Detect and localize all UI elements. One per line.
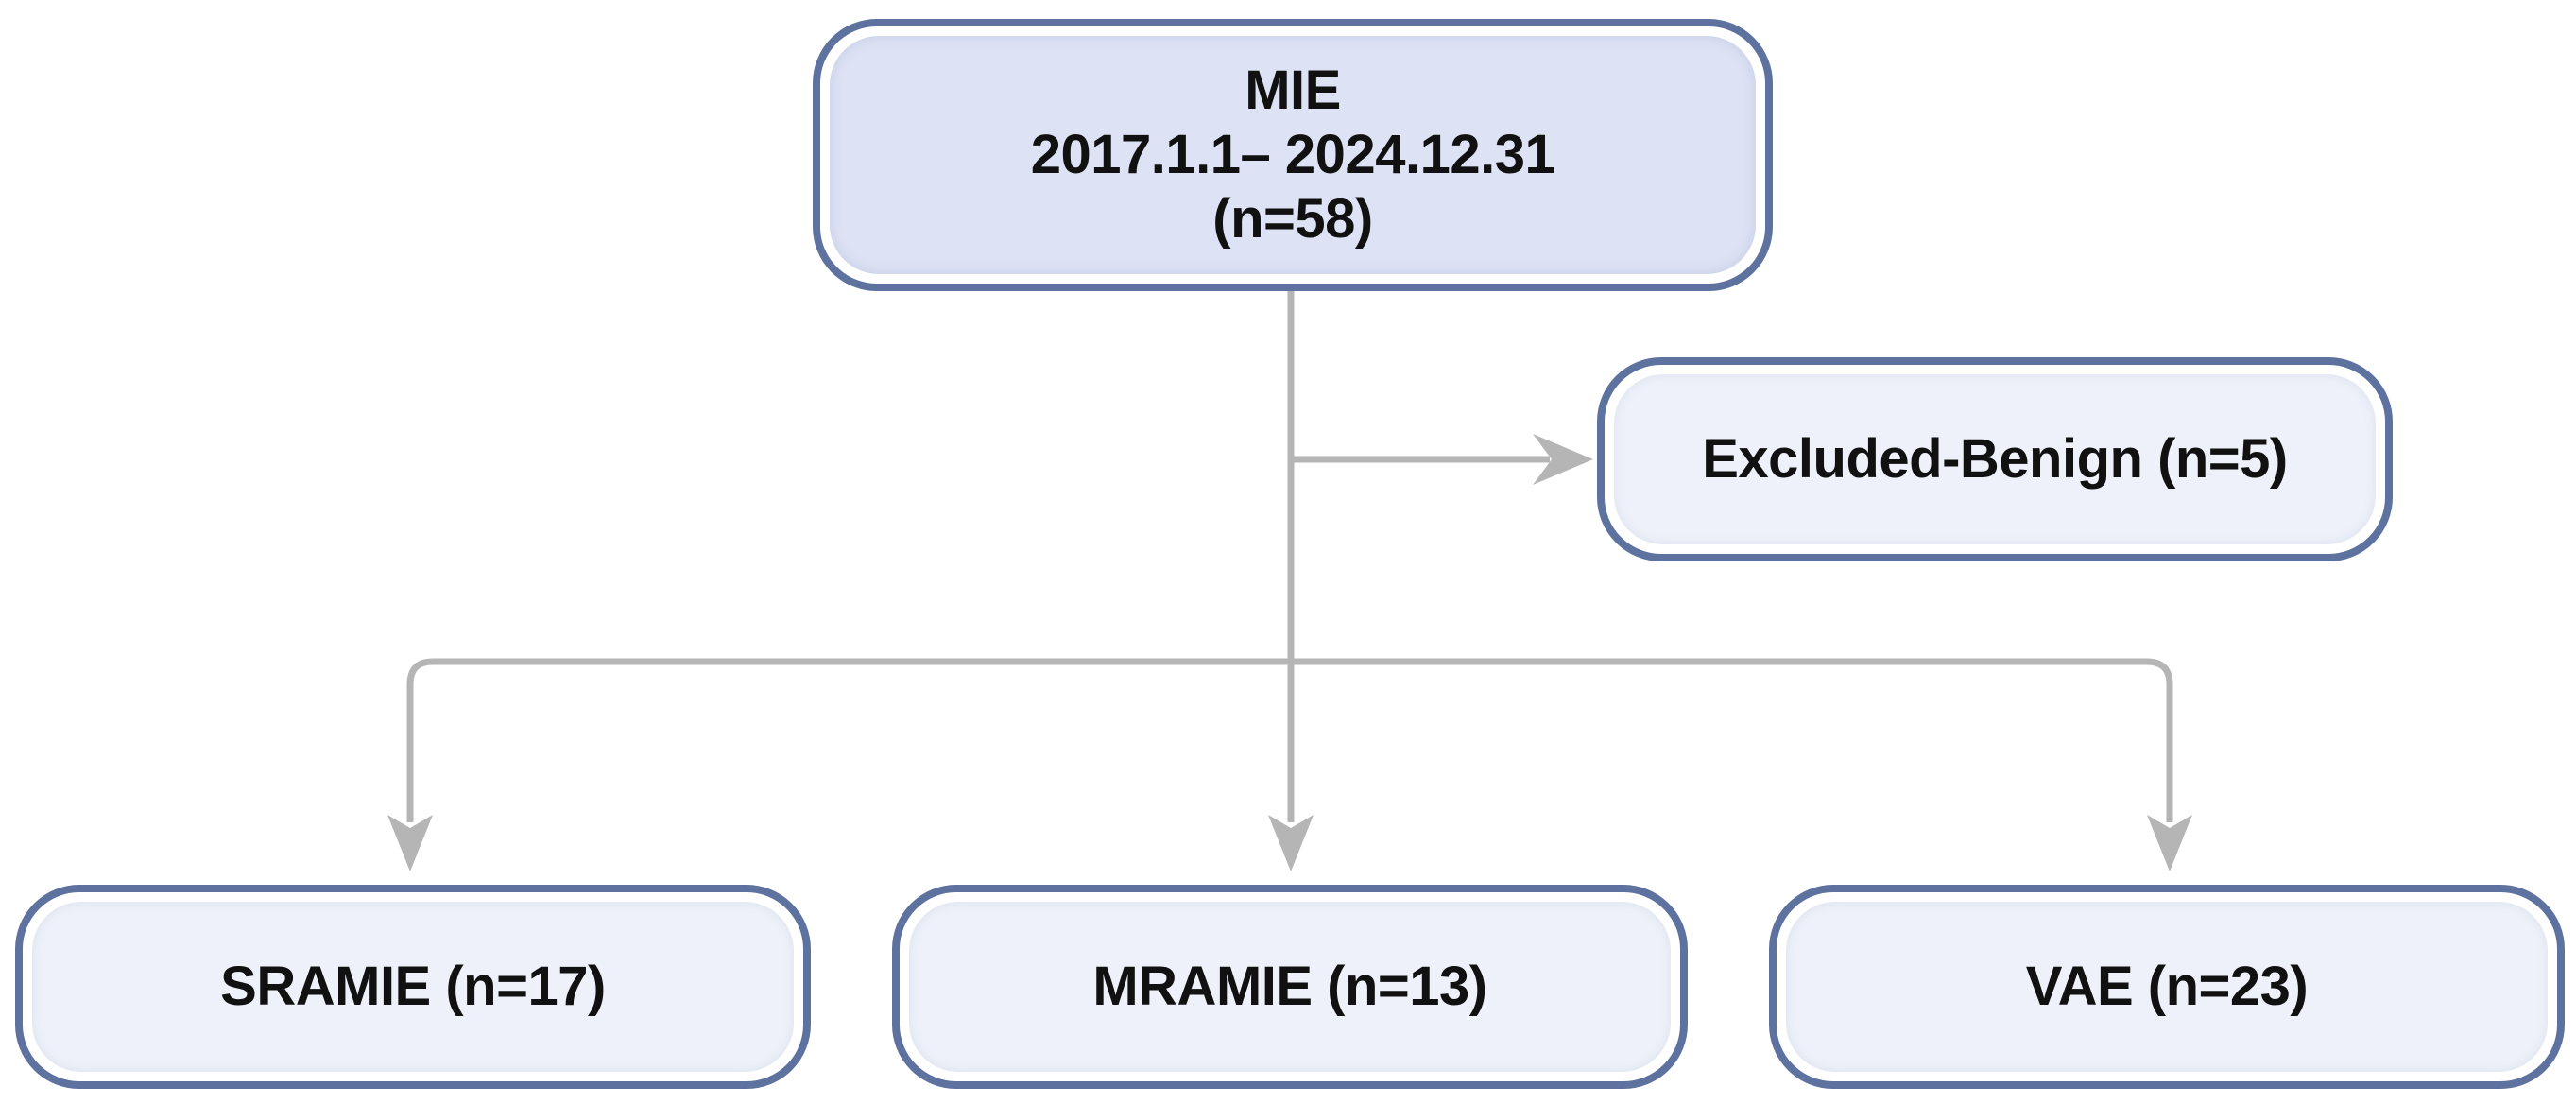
- mie-cohort-box-inner: MIE 2017.1.1– 2024.12.31 (n=58): [830, 36, 1756, 274]
- excluded-benign-box: Excluded-Benign (n=5): [1597, 357, 2393, 561]
- cohort-date-range: 2017.1.1– 2024.12.31: [1030, 124, 1555, 185]
- excluded-benign-label: Excluded-Benign (n=5): [1702, 428, 2288, 490]
- cohort-count: (n=58): [1212, 188, 1373, 250]
- vae-box-inner: VAE (n=23): [1786, 902, 2548, 1072]
- sramie-box: SRAMIE (n=17): [15, 885, 811, 1089]
- arrow-to-sramie: [387, 815, 433, 871]
- arrow-to-mramie: [1268, 815, 1314, 871]
- cohort-title: MIE: [1245, 60, 1341, 121]
- vae-label: VAE (n=23): [2025, 956, 2309, 1017]
- vae-box: VAE (n=23): [1769, 885, 2565, 1089]
- sramie-label: SRAMIE (n=17): [220, 956, 606, 1017]
- excluded-benign-box-inner: Excluded-Benign (n=5): [1614, 374, 2376, 544]
- mramie-label: MRAMIE (n=13): [1092, 956, 1487, 1017]
- mramie-box: MRAMIE (n=13): [892, 885, 1688, 1089]
- split-line: [406, 658, 2173, 822]
- mramie-box-inner: MRAMIE (n=13): [909, 902, 1671, 1072]
- arrow-to-excluded: [1533, 434, 1593, 485]
- mie-cohort-box: MIE 2017.1.1– 2024.12.31 (n=58): [813, 19, 1773, 291]
- arrow-to-vae: [2147, 815, 2192, 871]
- sramie-box-inner: SRAMIE (n=17): [32, 902, 794, 1072]
